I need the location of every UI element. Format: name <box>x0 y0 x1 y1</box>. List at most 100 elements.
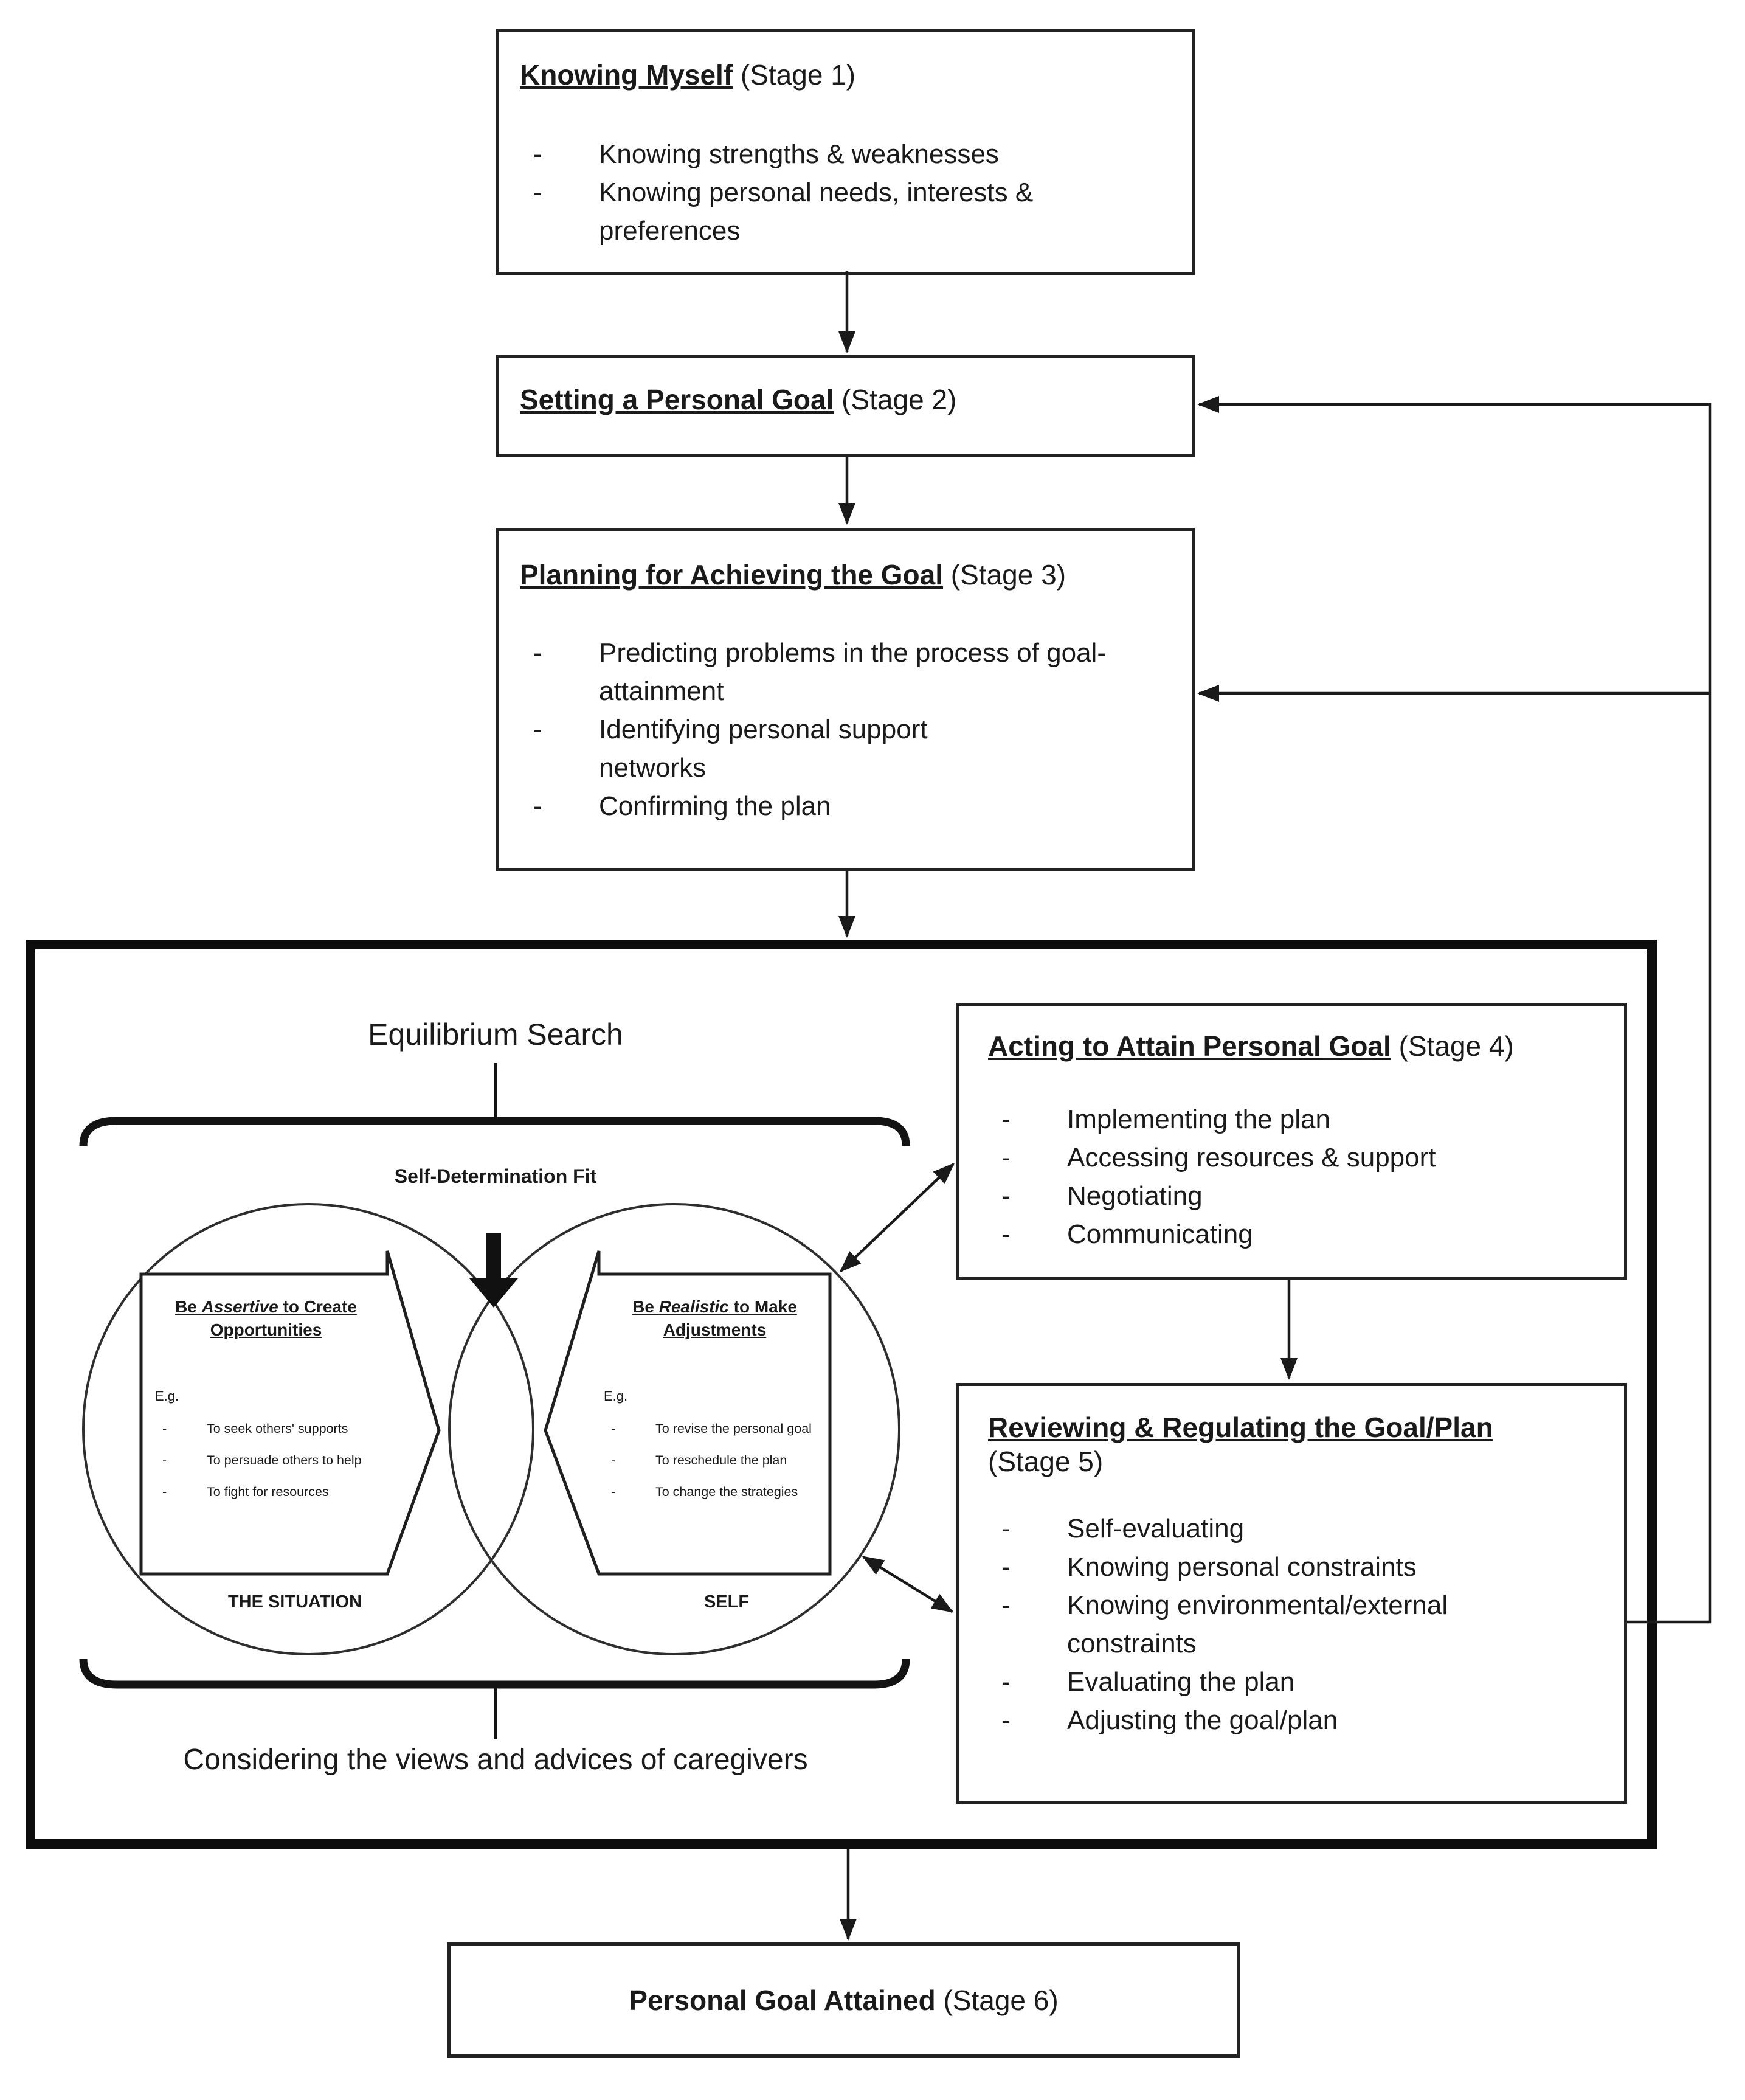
realistic-bullet-1: To revise the personal goal <box>655 1421 812 1436</box>
stage5-title: Reviewing & Regulating the Goal/Plan(Sta… <box>988 1410 1607 1478</box>
stage3-title-text: Planning for Achieving the Goal <box>520 559 944 591</box>
caregivers-underbrace <box>79 1658 910 1689</box>
realistic-bullet-2: To reschedule the plan <box>655 1453 787 1468</box>
list-item: - Negotiating <box>988 1177 1607 1216</box>
realistic-title-post: to Make Adjustments <box>663 1297 797 1339</box>
double-arrow-venn-stage5 <box>862 1556 954 1613</box>
stage3-stage-label: (Stage 3) <box>943 559 1066 591</box>
stage4-bullet-1: Implementing the plan <box>1067 1104 1330 1135</box>
fit-down-arrow-icon <box>469 1233 518 1308</box>
bullet-dash: - <box>611 1453 616 1468</box>
bullet-dash: - <box>162 1453 167 1468</box>
stage4-bullet-4: Communicating <box>1067 1219 1253 1249</box>
stage4-bullet-2: Accessing resources & support <box>1067 1143 1436 1173</box>
bullet-dash: - <box>533 791 542 821</box>
self-circle <box>448 1203 900 1655</box>
realistic-title-italic: Realistic <box>658 1297 729 1316</box>
assertive-bullet-3: To fight for resources <box>207 1485 329 1499</box>
stage3-title: Planning for Achieving the Goal (Stage 3… <box>520 558 1173 592</box>
bullet-dash: - <box>1001 1666 1011 1697</box>
assertive-box-title: Be Assertive to Create Opportunities <box>152 1295 380 1342</box>
bullet-dash: - <box>162 1485 167 1499</box>
situation-circle-label: THE SITUATION <box>227 1592 362 1612</box>
stage5-bullet-3: Knowing environmental/external constrain… <box>1067 1590 1448 1658</box>
situation-circle <box>82 1203 534 1655</box>
realistic-bullet-list: - To revise the personal goal - To resched… <box>604 1413 841 1508</box>
stage3-box: Planning for Achieving the Goal (Stage 3… <box>496 528 1195 871</box>
bullet-dash: - <box>533 638 542 668</box>
realistic-pentagon-box <box>544 1250 832 1576</box>
stage5-bullet-5: Adjusting the goal/plan <box>1067 1705 1338 1735</box>
assertive-bullet-2: To persuade others to help <box>207 1453 362 1468</box>
stage3-bullet-3: Confirming the plan <box>599 791 831 821</box>
stage2-box: Setting a Personal Goal (Stage 2) <box>496 355 1195 457</box>
stage4-box: Acting to Attain Personal Goal (Stage 4)… <box>956 1003 1627 1280</box>
stage2-title: Setting a Personal Goal (Stage 2) <box>520 383 1173 417</box>
stage4-bullet-3: Negotiating <box>1067 1180 1203 1211</box>
list-item: -Knowing personal needs, interests & pre… <box>520 174 1173 251</box>
list-item: - Knowing environmental/external constrai… <box>988 1587 1607 1663</box>
stage5-bullet-2: Knowing personal constraints <box>1067 1552 1417 1582</box>
list-item: - Communicating <box>988 1216 1607 1254</box>
stage5-stage-label: (Stage 5) <box>988 1446 1104 1478</box>
equilibrium-search-heading: Equilibrium Search <box>368 1017 623 1052</box>
list-item: - To reschedule the plan <box>604 1444 841 1476</box>
stage5-title-text: Reviewing & Regulating the Goal/Plan <box>988 1412 1493 1443</box>
bullet-dash: - <box>1001 1705 1011 1735</box>
self-determination-fit-label: Self-Determination Fit <box>394 1165 597 1187</box>
bullet-dash: - <box>533 139 542 170</box>
stage5-bullet-4: Evaluating the plan <box>1067 1666 1295 1697</box>
bullet-dash: - <box>533 714 542 744</box>
bullet-dash: - <box>1001 1552 1011 1582</box>
stage1-title-text: Knowing Myself <box>520 59 733 91</box>
bullet-dash: - <box>611 1421 616 1436</box>
stage2-stage-label: (Stage 2) <box>834 384 957 415</box>
assertive-eg-label: E.g. <box>155 1388 179 1404</box>
bullet-dash: - <box>1001 1180 1011 1211</box>
list-item: - Knowing personal constraints <box>988 1548 1607 1587</box>
stage6-stage-label: (Stage 6) <box>935 1984 1059 2016</box>
bullet-dash: - <box>1001 1143 1011 1173</box>
stage1-bullet-1: Knowing strengths & weaknesses <box>599 139 999 170</box>
list-item: - Predicting problems in the process of g… <box>520 634 1173 711</box>
list-item: - Identifying personal support networks <box>520 711 1173 788</box>
list-item: - Confirming the plan <box>520 788 1173 826</box>
stage1-title: Knowing Myself (Stage 1) <box>520 58 1173 92</box>
realistic-title-pre: Be <box>632 1297 659 1316</box>
self-circle-label: SELF <box>703 1592 750 1612</box>
stage3-bullet-2: Identifying personal support networks <box>599 714 928 783</box>
assertive-bullet-list: -To seek others' supports -To persuade o… <box>155 1413 392 1508</box>
stage3-bullet-1: Predicting problems in the process of go… <box>599 638 1106 707</box>
list-item: - Knowing strengths & weaknesses <box>520 136 1173 174</box>
list-item: - To persuade others to help <box>155 1444 392 1476</box>
stage1-stage-label: (Stage 1) <box>733 59 856 91</box>
double-arrow-venn-stage4 <box>839 1162 955 1273</box>
bullet-dash: - <box>1001 1219 1011 1249</box>
realistic-eg-label: E.g. <box>604 1388 628 1404</box>
bullet-dash: - <box>1001 1514 1011 1544</box>
caregivers-caption: Considering the views and advices of car… <box>183 1744 808 1776</box>
bullet-dash: - <box>533 178 542 208</box>
assertive-pentagon-box <box>139 1250 441 1576</box>
bullet-dash: - <box>611 1485 616 1499</box>
stage4-stage-label: (Stage 4) <box>1391 1030 1514 1062</box>
stage4-title-text: Acting to Attain Personal Goal <box>988 1030 1391 1062</box>
bullet-dash: - <box>1001 1104 1011 1135</box>
assertive-title-pre: Be <box>175 1297 202 1316</box>
stage6-title-text: Personal Goal Attained <box>629 1984 936 2016</box>
realistic-bullet-3: To change the strategies <box>655 1485 798 1499</box>
equilibrium-overbrace <box>79 1117 910 1146</box>
stage5-bullet-1: Self-evaluating <box>1067 1514 1245 1544</box>
list-item: - Self-evaluating <box>988 1510 1607 1548</box>
list-item: - Evaluating the plan <box>988 1663 1607 1702</box>
stage1-box: Knowing Myself (Stage 1) - Knowing streng… <box>496 29 1195 275</box>
realistic-box-title: Be Realistic to Make Adjustments <box>601 1295 829 1342</box>
list-item: - Implementing the plan <box>988 1101 1607 1139</box>
stage5-box: Reviewing & Regulating the Goal/Plan(Sta… <box>956 1383 1627 1804</box>
list-item: - Accessing resources & support <box>988 1139 1607 1177</box>
list-item: - To change the strategies <box>604 1476 841 1508</box>
bullet-dash: - <box>1001 1590 1011 1621</box>
stage4-title: Acting to Attain Personal Goal (Stage 4) <box>988 1029 1607 1063</box>
stage2-title-text: Setting a Personal Goal <box>520 384 834 415</box>
